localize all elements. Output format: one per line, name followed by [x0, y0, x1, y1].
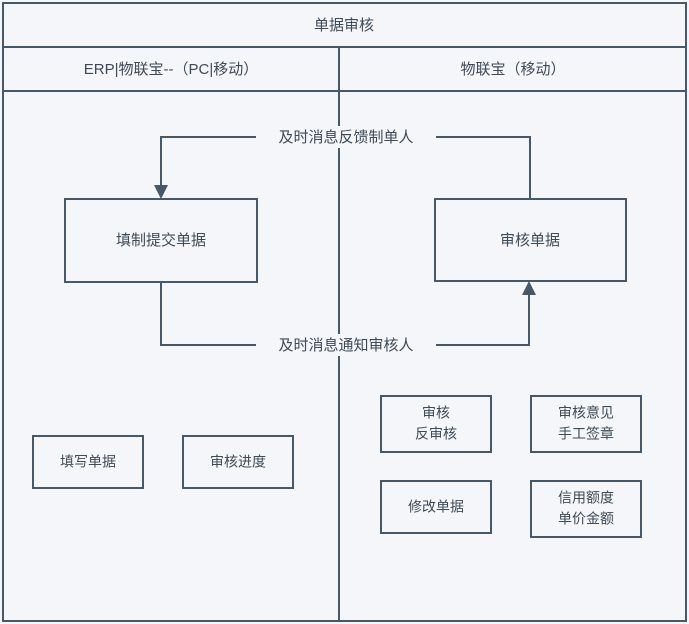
box-fill-doc-label: 填写单据	[60, 454, 116, 470]
box-review-status[interactable]	[182, 435, 294, 489]
box-opinion-sign[interactable]	[530, 395, 642, 453]
edge-notify-label-bg	[256, 334, 436, 356]
edge-feedback-label: 及时消息反馈制单人	[278, 129, 413, 146]
lane-header-band	[2, 46, 687, 92]
box-review-unreview-label-line2: 反审核	[415, 426, 457, 442]
arrowhead-notify	[522, 281, 536, 295]
node-fill-submit-label: 填制提交单据	[116, 231, 206, 249]
box-opinion-sign-label-line2: 手工签章	[558, 426, 614, 442]
box-modify-doc[interactable]	[380, 480, 492, 534]
box-credit-price[interactable]	[530, 480, 642, 538]
lane-header-right: 物联宝（移动）	[460, 61, 565, 78]
edge-feedback-label-bg	[256, 126, 436, 148]
diagram-title-band	[2, 2, 687, 48]
page-title: 单据审核	[314, 17, 374, 34]
box-credit-price-label-line1: 信用额度	[558, 490, 614, 506]
edge-notify-label: 及时消息通知审核人	[278, 337, 413, 354]
node-review-label: 审核单据	[500, 232, 560, 249]
node-fill-submit[interactable]	[64, 198, 258, 283]
box-fill-doc[interactable]	[32, 435, 144, 489]
box-credit-price-label-line2: 单价金额	[558, 511, 614, 527]
box-review-unreview-label-line1: 审核	[422, 405, 450, 421]
box-opinion-sign-label-line1: 审核意见	[558, 405, 614, 421]
box-review-unreview[interactable]	[380, 395, 492, 453]
node-review[interactable]	[434, 198, 627, 282]
box-review-status-label: 审核进度	[210, 454, 266, 470]
arrowhead-feedback	[154, 185, 168, 199]
lane-header-left: ERP|物联宝--（PC|移动）	[84, 61, 258, 78]
box-modify-doc-label: 修改单据	[408, 499, 464, 515]
